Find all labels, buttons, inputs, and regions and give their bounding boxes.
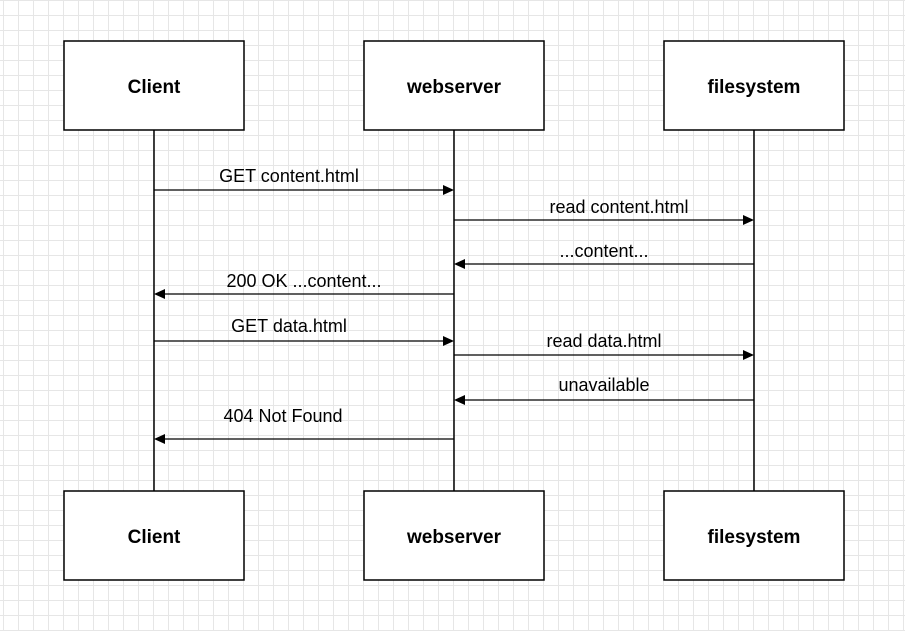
- participant-client-bottom: Client: [63, 490, 245, 581]
- message-label: read content.html: [549, 197, 688, 217]
- message-label: unavailable: [558, 375, 649, 395]
- message-get-content: GET content.html: [154, 166, 454, 195]
- message-label: read data.html: [546, 331, 661, 351]
- participant-label: filesystem: [708, 527, 801, 548]
- message-label: GET data.html: [231, 316, 347, 336]
- arrow-right-icon: [743, 215, 754, 225]
- message-read-data: read data.html: [454, 331, 754, 360]
- message-label: ...content...: [559, 241, 648, 261]
- arrow-left-icon: [154, 434, 165, 444]
- participant-filesystem-bottom: filesystem: [663, 490, 845, 581]
- message-200-ok: 200 OK ...content...: [154, 271, 454, 299]
- arrow-right-icon: [443, 336, 454, 346]
- participant-label: filesystem: [708, 77, 801, 98]
- message-content-return: ...content...: [454, 241, 754, 269]
- arrow-right-icon: [443, 185, 454, 195]
- arrow-right-icon: [743, 350, 754, 360]
- arrow-left-icon: [454, 395, 465, 405]
- message-label: 404 Not Found: [223, 406, 342, 426]
- participant-webserver-top: webserver: [363, 40, 545, 131]
- message-label: 200 OK ...content...: [226, 271, 381, 291]
- participant-label: webserver: [406, 77, 502, 98]
- participant-filesystem-top: filesystem: [663, 40, 845, 131]
- participant-label: Client: [128, 527, 181, 548]
- message-unavailable: unavailable: [454, 375, 754, 405]
- participant-label: webserver: [406, 527, 502, 548]
- arrow-left-icon: [154, 289, 165, 299]
- arrow-left-icon: [454, 259, 465, 269]
- message-read-content: read content.html: [454, 197, 754, 225]
- message-get-data: GET data.html: [154, 316, 454, 346]
- participant-client-top: Client: [63, 40, 245, 131]
- message-label: GET content.html: [219, 166, 359, 186]
- participant-webserver-bottom: webserver: [363, 490, 545, 581]
- message-404: 404 Not Found: [154, 406, 454, 444]
- participant-label: Client: [128, 77, 181, 98]
